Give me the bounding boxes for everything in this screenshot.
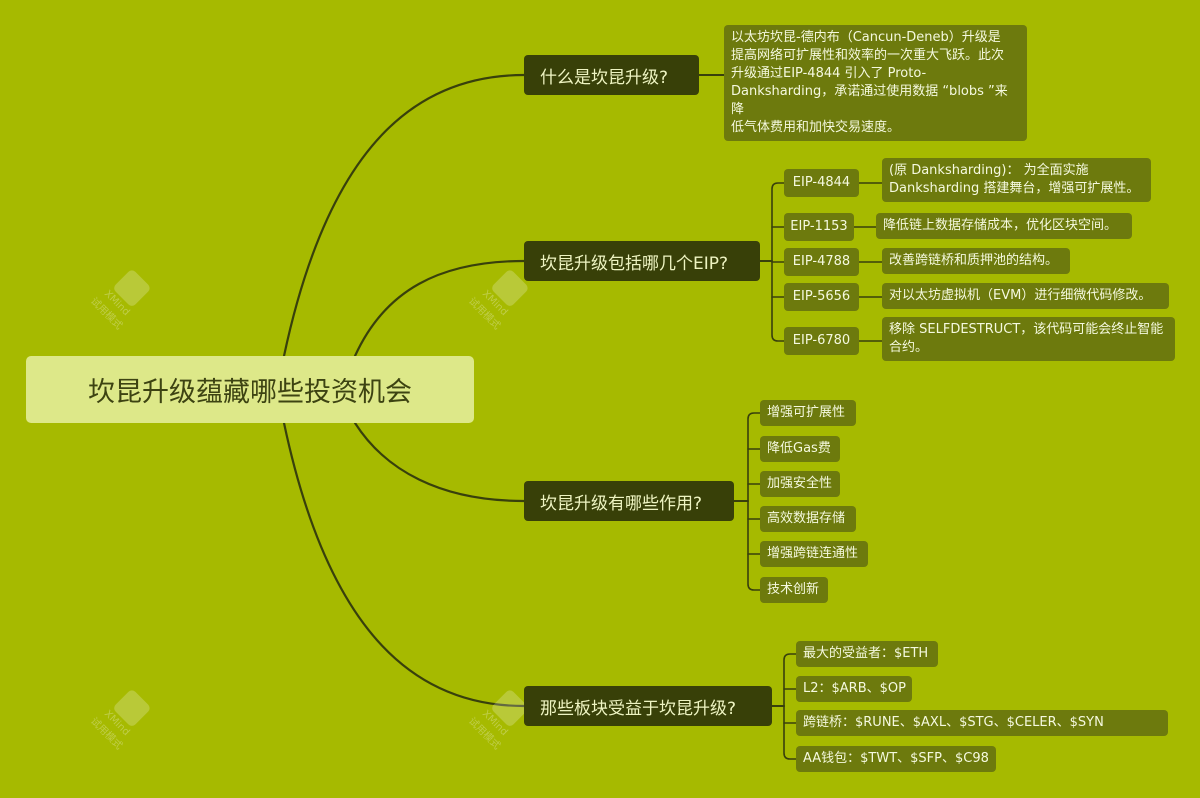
connector-eip-0 <box>771 182 785 262</box>
definition-note[interactable]: 以太坊坎昆-德内布（Cancun-Deneb）升级是 提高网络可扩展性和效率的一… <box>724 25 1027 141</box>
effect-scalability[interactable]: 增强可扩展性 <box>760 400 856 426</box>
eip-1153-node[interactable]: EIP-1153 <box>784 213 854 241</box>
eip-4844-description[interactable]: (原 Danksharding)： 为全面实施 Danksharding 搭建舞… <box>882 158 1151 202</box>
eip-6780-node[interactable]: EIP-6780 <box>784 327 859 355</box>
eip-4788-node[interactable]: EIP-4788 <box>784 248 859 276</box>
branch-eip-list[interactable]: 坎昆升级包括哪几个EIP? <box>524 241 760 281</box>
eip-1153-description[interactable]: 降低链上数据存储成本，优化区块空间。 <box>876 213 1132 239</box>
sector-eth[interactable]: 最大的受益者：$ETH <box>796 641 938 667</box>
effect-innovation[interactable]: 技术创新 <box>760 577 828 603</box>
connector-root-to-branch-3 <box>353 421 526 503</box>
root-topic[interactable]: 坎昆升级蕴藏哪些投资机会 <box>26 356 474 423</box>
connector-sector-3 <box>783 705 797 760</box>
connector-root-to-branch-4 <box>282 421 526 708</box>
connector-effect-5 <box>747 500 761 591</box>
branch-beneficiary-sectors[interactable]: 那些板块受益于坎昆升级? <box>524 686 772 726</box>
eip-5656-description[interactable]: 对以太坊虚拟机（EVM）进行细微代码修改。 <box>882 283 1169 309</box>
eip-5656-node[interactable]: EIP-5656 <box>784 283 859 311</box>
sector-l2[interactable]: L2：$ARB、$OP <box>796 676 912 702</box>
effect-security[interactable]: 加强安全性 <box>760 471 840 497</box>
connector-eip-4 <box>771 260 785 342</box>
branch-what-is-cancun[interactable]: 什么是坎昆升级? <box>524 55 699 95</box>
sector-aa-wallets[interactable]: AA钱包：$TWT、$SFP、$C98 <box>796 746 996 772</box>
effect-cross-chain[interactable]: 增强跨链连通性 <box>760 541 868 567</box>
eip-6780-description[interactable]: 移除 SELFDESTRUCT，该代码可能会终止智能 合约。 <box>882 317 1175 361</box>
connector-effect-0 <box>747 412 761 502</box>
connector-root-to-branch-1 <box>282 73 526 358</box>
branch-effects[interactable]: 坎昆升级有哪些作用? <box>524 481 734 521</box>
eip-4844-node[interactable]: EIP-4844 <box>784 169 859 197</box>
effect-lower-gas[interactable]: 降低Gas费 <box>760 436 840 462</box>
connector-sector-0 <box>783 653 797 707</box>
root-topic-label: 坎昆升级蕴藏哪些投资机会 <box>88 377 412 408</box>
eip-4788-description[interactable]: 改善跨链桥和质押池的结构。 <box>882 248 1070 274</box>
effect-data-storage[interactable]: 高效数据存储 <box>760 506 856 532</box>
connector-root-to-branch-2 <box>353 259 526 358</box>
sector-bridges[interactable]: 跨链桥：$RUNE、$AXL、$STG、$CELER、$SYN <box>796 710 1168 736</box>
